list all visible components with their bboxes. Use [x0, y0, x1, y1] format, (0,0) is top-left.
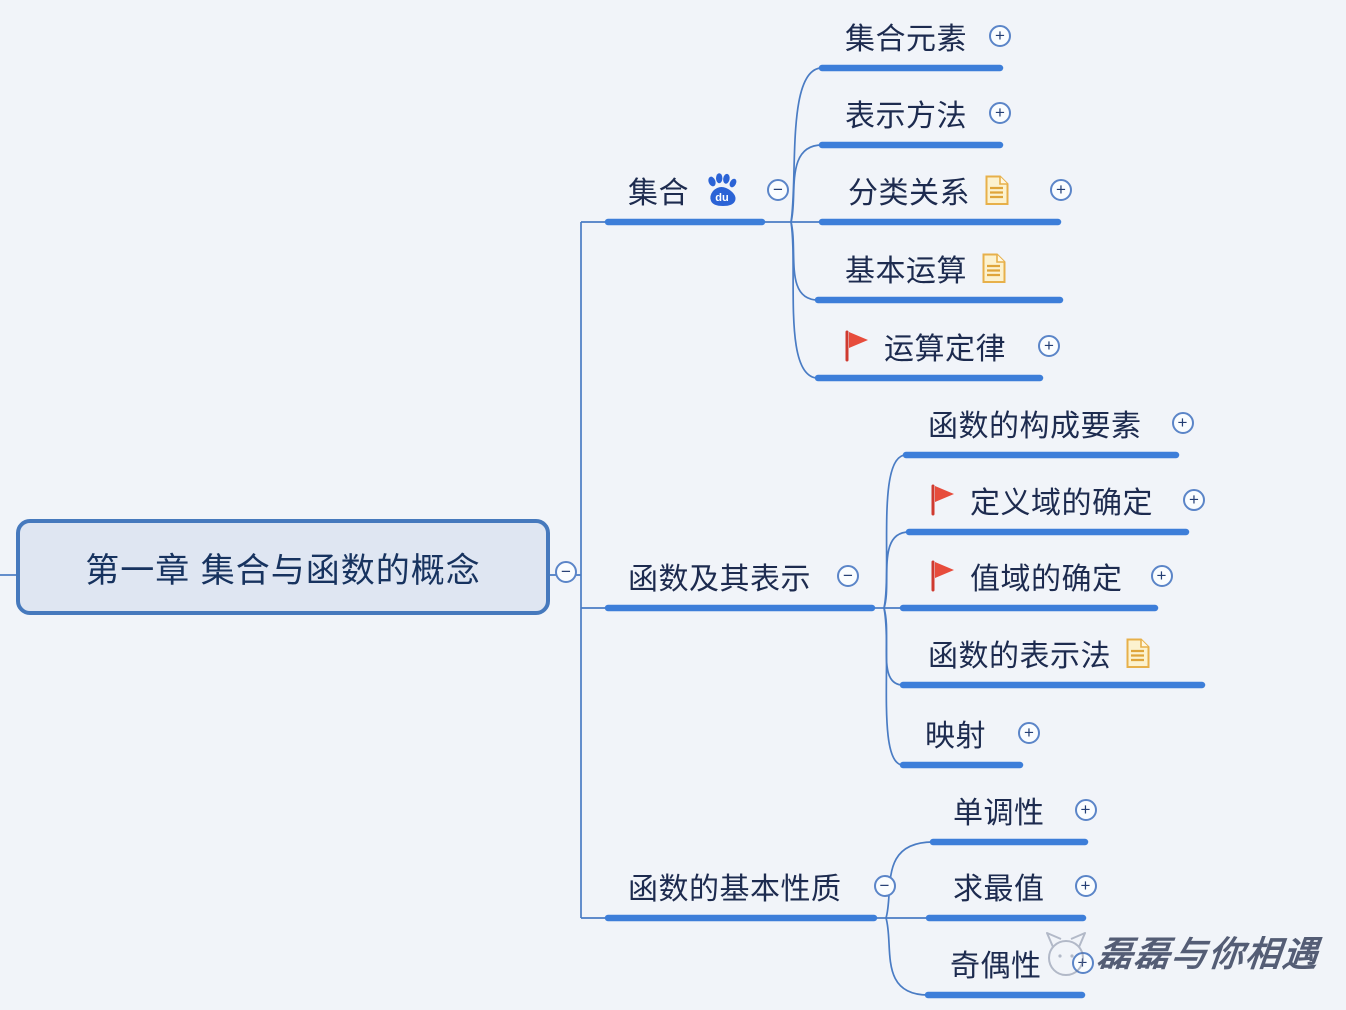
branch-functions-label: 函数及其表示	[628, 563, 811, 596]
baidu-paw-icon: du	[703, 173, 739, 207]
root-topic-label: 第一章 集合与函数的概念	[85, 551, 481, 590]
topic-basic-operations[interactable]: 基本运算	[845, 246, 1007, 290]
svg-text:du: du	[715, 192, 728, 204]
topic-mapping[interactable]: 映射 +	[925, 711, 1040, 755]
topic-set-elements[interactable]: 集合元素 +	[845, 14, 1011, 58]
branch-set-collapse-button[interactable]: −	[767, 179, 789, 201]
flag-icon	[842, 329, 870, 363]
topic-operation-laws[interactable]: 运算定律 +	[842, 324, 1060, 368]
node-underlines	[604, 64, 1206, 999]
topic-label: 函数的表示法	[928, 640, 1111, 673]
expand-button[interactable]: +	[1018, 722, 1040, 744]
branch-functions-collapse-button[interactable]: −	[837, 565, 859, 587]
topic-range-determination[interactable]: 值域的确定 +	[928, 554, 1173, 598]
expand-button[interactable]: +	[989, 25, 1011, 47]
topic-label: 集合元素	[845, 23, 967, 56]
topic-label: 单调性	[953, 797, 1045, 830]
expand-button[interactable]: +	[1171, 412, 1194, 434]
connector-lines	[0, 67, 934, 996]
topic-label: 定义域的确定	[970, 487, 1153, 520]
curve-basic-operations	[790, 221, 819, 301]
topic-label: 映射	[925, 720, 986, 753]
branch-set-label: 集合	[628, 177, 689, 210]
flag-icon	[928, 483, 956, 517]
topic-label: 运算定律	[884, 333, 1006, 366]
topic-label: 分类关系	[848, 177, 970, 210]
curve-monotonicity	[885, 841, 934, 919]
curve-representation-methods	[790, 144, 823, 223]
flag-icon	[928, 559, 956, 593]
curve-domain	[883, 531, 910, 609]
branch-basic-properties[interactable]: 函数的基本性质 −	[628, 864, 896, 908]
topic-monotonicity[interactable]: 单调性 +	[953, 788, 1097, 832]
curve-mapping	[883, 607, 904, 766]
expand-button[interactable]: +	[989, 102, 1011, 124]
expand-button[interactable]: +	[1038, 335, 1060, 357]
topic-representation-methods[interactable]: 表示方法 +	[845, 91, 1011, 135]
topic-label: 基本运算	[845, 255, 967, 288]
root-topic[interactable]: 第一章 集合与函数的概念	[16, 519, 550, 615]
topic-parity[interactable]: 奇偶性 +	[950, 941, 1094, 985]
branch-basic-properties-collapse-button[interactable]: −	[873, 875, 896, 897]
root-collapse-button[interactable]: −	[555, 561, 577, 583]
topic-label: 值域的确定	[970, 563, 1123, 596]
document-icon[interactable]	[984, 175, 1010, 206]
branch-functions[interactable]: 函数及其表示 −	[628, 554, 859, 598]
branch-set[interactable]: 集合 du −	[628, 168, 789, 212]
expand-button[interactable]: +	[1183, 489, 1205, 511]
topic-function-components[interactable]: 函数的构成要素 +	[928, 401, 1194, 445]
expand-button[interactable]: +	[1150, 565, 1173, 587]
topic-label: 求最值	[953, 873, 1045, 906]
document-icon[interactable]	[1125, 638, 1151, 669]
expand-button[interactable]: +	[1071, 952, 1094, 974]
expand-button[interactable]: +	[1074, 799, 1097, 821]
topic-domain-determination[interactable]: 定义域的确定 +	[928, 478, 1205, 522]
topic-label: 表示方法	[845, 100, 967, 133]
curve-parity	[885, 917, 929, 996]
topic-function-representation-law[interactable]: 函数的表示法	[928, 631, 1151, 675]
topic-classification-relations[interactable]: 分类关系 +	[848, 168, 1072, 212]
document-icon[interactable]	[981, 253, 1007, 284]
branch-basic-properties-label: 函数的基本性质	[628, 873, 842, 906]
curve-operation-laws	[790, 221, 819, 379]
topic-label: 奇偶性	[950, 950, 1042, 983]
expand-button[interactable]: +	[1074, 875, 1097, 897]
topic-label: 函数的构成要素	[928, 410, 1142, 443]
expand-button[interactable]: +	[1050, 179, 1072, 201]
topic-finding-extrema[interactable]: 求最值 +	[953, 864, 1097, 908]
